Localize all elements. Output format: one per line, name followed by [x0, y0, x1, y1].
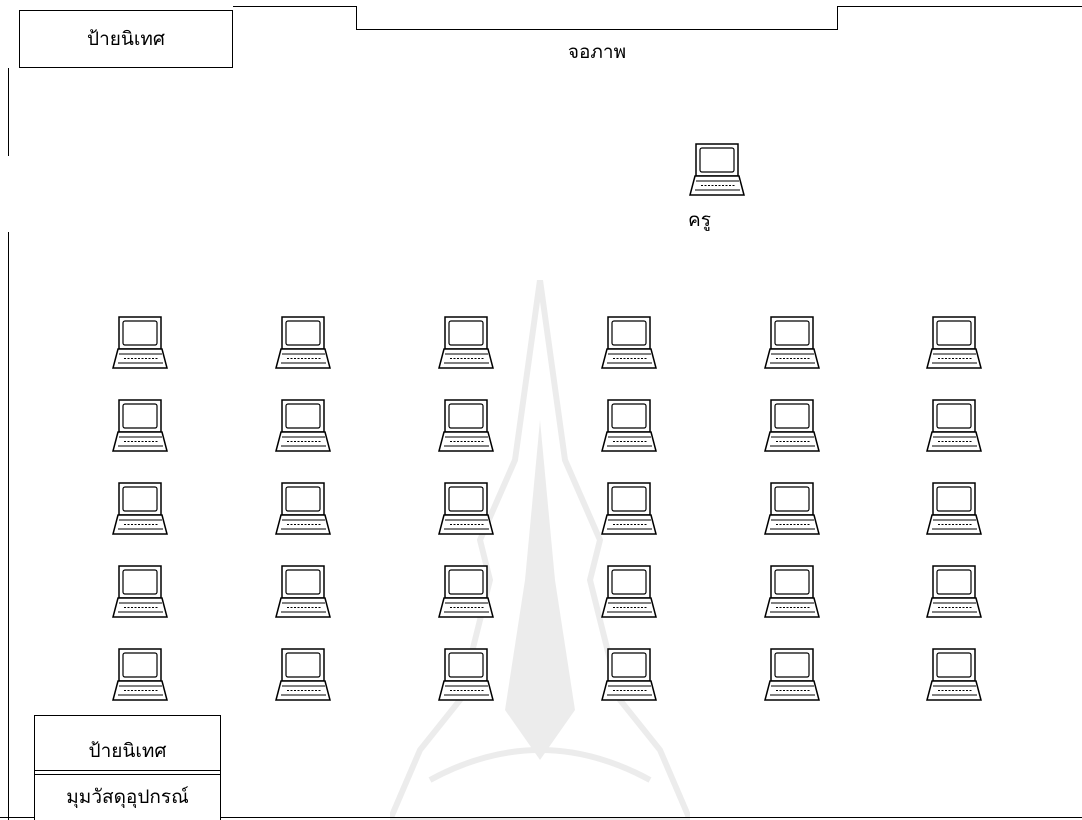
student-laptop-icon [599, 565, 661, 620]
student-laptop-icon [924, 316, 986, 371]
student-laptop-icon [110, 316, 172, 371]
student-laptop-icon [436, 482, 498, 537]
student-laptop-icon [762, 399, 824, 454]
student-laptop-icon [599, 482, 661, 537]
laptop-icon [438, 648, 494, 701]
laptop-icon [601, 399, 657, 452]
student-laptop-icon [273, 482, 335, 537]
laptop-icon [601, 565, 657, 618]
student-laptop-icon [273, 316, 335, 371]
student-laptop-icon [762, 316, 824, 371]
student-laptop-icon [110, 565, 172, 620]
student-laptop-icon [762, 565, 824, 620]
laptop-icon [764, 648, 820, 701]
student-laptop-icon [924, 482, 986, 537]
student-laptop-icon [436, 316, 498, 371]
laptop-icon [112, 648, 168, 701]
laptop-icon [764, 565, 820, 618]
laptop-icon [112, 399, 168, 452]
student-laptop-icon [762, 648, 824, 703]
student-laptop-icon [924, 565, 986, 620]
laptop-icon [438, 565, 494, 618]
student-laptop-icon [110, 399, 172, 454]
teacher-label: ครู [688, 209, 711, 231]
student-laptop-icon [273, 565, 335, 620]
laptop-icon [764, 482, 820, 535]
notice-board-bottom: ป้ายนิเทศ มุมวัสดุอุปกรณ์ [34, 715, 221, 820]
student-laptop-icon [599, 399, 661, 454]
laptop-icon [275, 316, 331, 369]
laptop-icon [112, 565, 168, 618]
student-laptop-icon [436, 565, 498, 620]
laptop-icon [764, 316, 820, 369]
student-laptop-icon [273, 648, 335, 703]
laptop-icon [275, 482, 331, 535]
laptop-icon [689, 143, 745, 196]
laptop-icon [275, 565, 331, 618]
laptop-icon [764, 399, 820, 452]
laptop-icon [601, 482, 657, 535]
divider [35, 770, 220, 771]
student-laptop-icon [110, 482, 172, 537]
laptop-icon [438, 482, 494, 535]
laptop-icon [112, 316, 168, 369]
projection-screen-label: จอภาพ [567, 41, 627, 63]
equipment-corner-label: มุมวัสดุอุปกรณ์ [66, 786, 189, 808]
laptop-icon [926, 648, 982, 701]
left-wall-lower-line [8, 232, 9, 820]
notice-board-top-label: ป้ายนิเทศ [87, 28, 165, 50]
laptop-icon [926, 399, 982, 452]
laptop-icon [275, 399, 331, 452]
left-wall-upper-line [8, 68, 9, 156]
student-laptop-icon [599, 648, 661, 703]
laptop-icon [275, 648, 331, 701]
teacher-laptop-icon [687, 143, 749, 198]
projection-screen [356, 6, 838, 30]
laptop-icon [601, 316, 657, 369]
student-laptop-icon [599, 316, 661, 371]
laptop-icon [926, 316, 982, 369]
bottom-wall-line [0, 817, 1082, 818]
notice-board-bottom-label: ป้ายนิเทศ [88, 740, 167, 762]
laptop-icon [601, 648, 657, 701]
laptop-icon [112, 482, 168, 535]
student-laptop-icon [436, 399, 498, 454]
laptop-icon [926, 482, 982, 535]
student-laptop-icon [924, 648, 986, 703]
student-laptop-icon [924, 399, 986, 454]
laptop-icon [438, 399, 494, 452]
student-laptop-icon [110, 648, 172, 703]
laptop-icon [438, 316, 494, 369]
student-laptop-icon [273, 399, 335, 454]
student-laptop-icon [436, 648, 498, 703]
student-laptop-icon [762, 482, 824, 537]
divider [35, 774, 220, 775]
laptop-icon [926, 565, 982, 618]
notice-board-top: ป้ายนิเทศ [19, 10, 233, 68]
